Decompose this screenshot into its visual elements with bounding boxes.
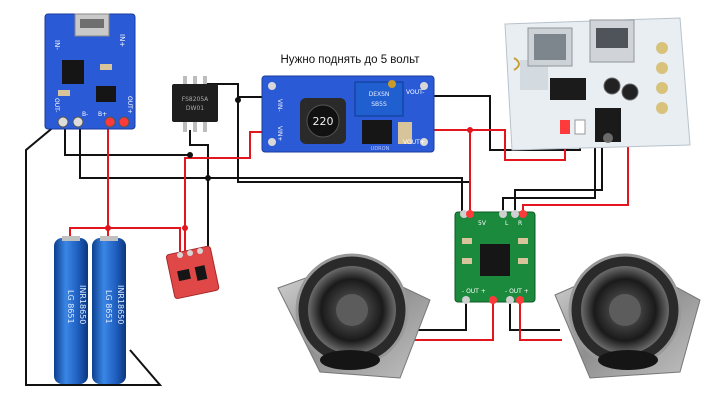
boost-converter: 220 DEXSN SB5S VIN- VIN+ VOUT- VOUT+ UDR…	[261, 75, 435, 153]
charger-label-b-minus: B-	[82, 111, 88, 118]
bluetooth-board	[504, 17, 691, 151]
amp-label-r: R	[518, 220, 522, 227]
battery-1-text-a: LG 8651	[66, 290, 75, 324]
pot-marking-2: SB5S	[371, 101, 387, 108]
speaker-left	[277, 253, 431, 379]
charger-module: IN- IN+ OUT- B- B+ OUT+	[44, 13, 136, 130]
chip-marking-2: DW01	[186, 105, 204, 112]
boost-label-vout-minus: VOUT-	[406, 89, 424, 96]
junction-dots	[105, 97, 473, 231]
wire-red-jack-r	[522, 125, 629, 212]
speaker-icon	[277, 253, 701, 379]
wire-black-boost-vinminus	[205, 83, 262, 98]
wire-red-spk-right	[519, 300, 562, 341]
wire-black-chip	[189, 130, 209, 260]
pot-marking-1: DEXSN	[369, 91, 390, 98]
potentiometer-icon	[354, 81, 404, 117]
wire-red-touch	[184, 136, 251, 255]
wire-red-spk-left	[410, 300, 494, 341]
boost-label-vout-plus: VOUT+	[403, 139, 425, 146]
battery-2-text-a: LG 8651	[104, 290, 113, 324]
speaker-right	[554, 253, 701, 379]
wire-black-bminus	[79, 122, 463, 212]
charger-label-out-minus: OUT-	[53, 98, 60, 112]
chip-marking-1: FS8205A	[182, 96, 209, 103]
boost-label-vin-plus: VIN+	[276, 126, 283, 141]
amp-label-l: L	[505, 220, 509, 227]
wire-black-boost-gnd	[237, 100, 470, 183]
charger-label-in-minus: IN-	[53, 40, 61, 50]
charger-label-out-plus: OUT+	[126, 96, 133, 114]
wires	[25, 83, 629, 386]
wire-red-battery-top	[69, 227, 181, 255]
amplifier-module: 5V L R - OUT + - OUT +	[454, 210, 536, 304]
amp-label-out-left: - OUT +	[462, 288, 486, 295]
wire-black-spk-right	[509, 300, 560, 331]
boost-brand: UDRON	[371, 146, 390, 152]
wire-black-spk-left	[410, 300, 467, 331]
touch-button-module	[165, 245, 220, 300]
amp-label-5v: 5V	[478, 220, 487, 227]
amp-label-out-right: - OUT +	[505, 288, 529, 295]
battery-1-text-b: INR18650	[78, 285, 87, 324]
boost-label-vin-minus: VIN-	[276, 99, 283, 112]
protection-chip: FS8205A DW01	[172, 76, 218, 132]
wire-black-charger-out	[64, 124, 190, 156]
battery-icon: LG 8651 INR18650 LG 8651 INR18650	[54, 236, 126, 384]
battery-2-text-b: INR18650	[116, 285, 125, 324]
wire-black-bt-gnd	[502, 135, 596, 212]
wire-red-vout-plus	[425, 128, 566, 161]
inductor-value: 220	[313, 115, 334, 128]
charger-label-b-plus: B+	[98, 111, 107, 118]
charger-label-in-plus: IN+	[118, 34, 126, 47]
wire-black-battery-loop	[25, 119, 163, 386]
diagram-caption: Нужно поднять до 5 вольт	[280, 54, 420, 66]
wire-black-jack-l	[514, 112, 603, 212]
